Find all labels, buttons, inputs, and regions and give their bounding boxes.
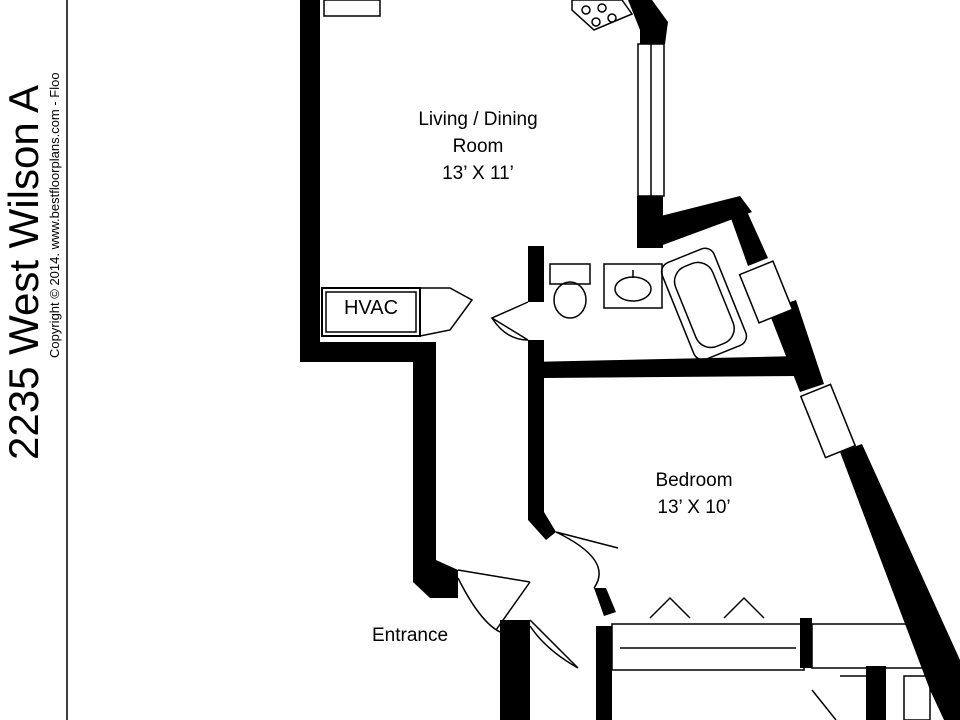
wall-entrance-left <box>500 620 530 720</box>
hvac-label: HVAC <box>343 297 399 319</box>
closet-bifold-doors <box>649 596 765 619</box>
wall-bath-top <box>637 196 752 246</box>
hvac-door <box>419 287 474 337</box>
living-dining-name: Living / Dining <box>418 109 538 130</box>
wall-closet-bottom <box>596 626 612 720</box>
walls <box>300 0 960 720</box>
wall-corridor-left <box>413 342 458 598</box>
fixtures <box>321 0 931 720</box>
wall-living-bottom <box>300 342 430 362</box>
living-dining-size: 13’ X 11’ <box>442 163 514 184</box>
wall-bedroom-left <box>528 370 556 540</box>
bedroom-door <box>555 531 619 589</box>
entrance-door <box>457 569 531 633</box>
sink-icon <box>603 263 663 309</box>
wall-living-topright <box>628 0 668 44</box>
living-dining-name-2: Room <box>452 136 504 157</box>
wall-bath-left <box>528 246 544 302</box>
wall-closet-right <box>800 618 812 668</box>
bedroom-name: Bedroom <box>655 470 733 491</box>
copyright-line: Copyright © 2014. www.bestfloorplans.com… <box>47 72 62 358</box>
windows <box>637 43 857 459</box>
address-title: 2235 West Wilson A <box>0 85 47 460</box>
entrance-label: Entrance <box>371 625 449 646</box>
wall-lower-right-a <box>866 666 886 720</box>
title-strip: 2235 West Wilson A Copyright © 2014. www… <box>0 0 68 720</box>
window-bath <box>738 260 794 324</box>
living-dining-label: Living / Dining Room 13’ X 11’ <box>388 106 568 187</box>
closet <box>611 623 805 671</box>
toilet-icon <box>549 263 591 319</box>
bathtub-icon <box>660 247 748 361</box>
wall-bath-bottom <box>528 356 800 378</box>
window-bedroom <box>799 383 857 459</box>
closet-lower-right <box>811 623 929 669</box>
bedroom-label: Bedroom 13’ X 10’ <box>624 467 764 521</box>
wall-bath-right-upper <box>728 196 768 266</box>
wall-right-mid <box>768 300 824 392</box>
cabinet-top <box>323 0 381 17</box>
bedroom-size: 13’ X 10’ <box>657 497 731 518</box>
stove-icon <box>571 0 634 31</box>
wall-living-left <box>300 0 320 362</box>
closet-door-swing <box>529 619 579 669</box>
bathroom-door <box>490 301 529 341</box>
hvac-unit <box>321 287 421 337</box>
wall-closet-top-left <box>594 588 616 616</box>
wall-right-lower <box>840 444 960 720</box>
